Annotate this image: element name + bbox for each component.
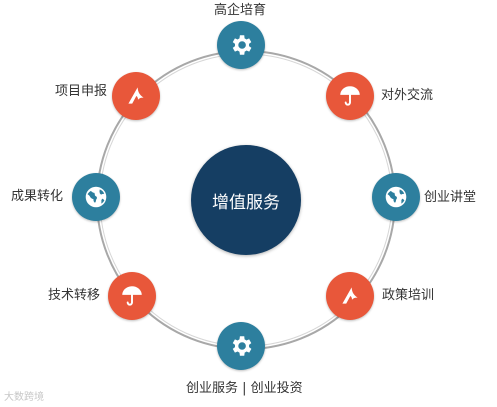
label-policy-training: 政策培训 bbox=[382, 288, 435, 303]
label-startup-lecture: 创业讲堂 bbox=[424, 190, 477, 205]
label-high-tech-cultivation: 高企培育 bbox=[214, 3, 267, 18]
node-achievement-transformation bbox=[72, 173, 120, 221]
label-startup-service-investment: 创业服务 | 创业投资 bbox=[186, 381, 303, 396]
globe-icon bbox=[83, 184, 109, 210]
node-technology-transfer bbox=[108, 272, 156, 320]
watermark: 大数跨境 bbox=[4, 392, 44, 403]
node-startup-service-investment bbox=[217, 322, 265, 370]
label-achievement-transformation: 成果转化 bbox=[11, 189, 64, 204]
gear-icon bbox=[228, 333, 254, 359]
umbrella-icon bbox=[119, 283, 145, 309]
ribbon-icon bbox=[123, 83, 149, 109]
center-circle: 增值服务 bbox=[191, 145, 301, 255]
node-high-tech-cultivation bbox=[217, 21, 265, 69]
label-external-exchange: 对外交流 bbox=[381, 88, 434, 103]
node-policy-training bbox=[326, 272, 374, 320]
umbrella-icon bbox=[337, 83, 363, 109]
label-project-application: 项目申报 bbox=[55, 84, 108, 99]
center-label: 增值服务 bbox=[212, 192, 280, 213]
node-external-exchange bbox=[326, 72, 374, 120]
node-project-application bbox=[112, 72, 160, 120]
globe-icon bbox=[383, 184, 409, 210]
label-technology-transfer: 技术转移 bbox=[48, 288, 101, 303]
node-startup-lecture bbox=[372, 173, 420, 221]
gear-icon bbox=[228, 32, 254, 58]
ribbon-icon bbox=[337, 283, 363, 309]
